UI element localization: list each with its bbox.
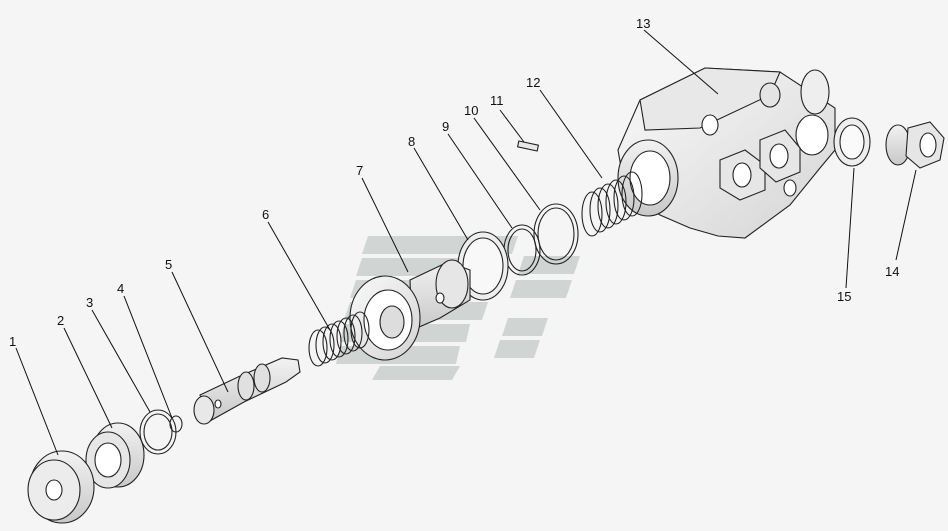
part-1-cap — [27, 450, 95, 524]
callout-7: 7 — [356, 163, 363, 178]
callout-8: 8 — [408, 134, 415, 149]
callout-labels: 1 2 3 4 5 6 7 8 9 10 11 12 13 14 15 — [9, 16, 899, 349]
callout-12: 12 — [526, 75, 540, 90]
callout-11: 11 — [490, 93, 504, 108]
part-11-pin — [516, 140, 540, 152]
callout-6: 6 — [262, 207, 269, 222]
callout-4: 4 — [117, 281, 124, 296]
part-10-ring — [533, 203, 579, 265]
part-5-stem — [193, 357, 301, 425]
callout-14: 14 — [885, 264, 899, 279]
part-6-spring — [308, 311, 370, 367]
callout-3: 3 — [86, 295, 93, 310]
callout-1: 1 — [9, 334, 16, 349]
callout-2: 2 — [57, 313, 64, 328]
callout-13: 13 — [636, 16, 650, 31]
callout-9: 9 — [442, 119, 449, 134]
part-12-spring — [581, 171, 643, 237]
part-15-washer — [833, 117, 871, 167]
part-2-bushing — [85, 422, 145, 489]
part-13-valve-body — [617, 67, 836, 239]
part-3-o-ring — [139, 409, 177, 455]
leader-lines — [15, 29, 917, 456]
callout-5: 5 — [165, 257, 172, 272]
callout-10: 10 — [464, 103, 478, 118]
callout-15: 15 — [837, 289, 851, 304]
part-14-fitting — [885, 121, 945, 169]
